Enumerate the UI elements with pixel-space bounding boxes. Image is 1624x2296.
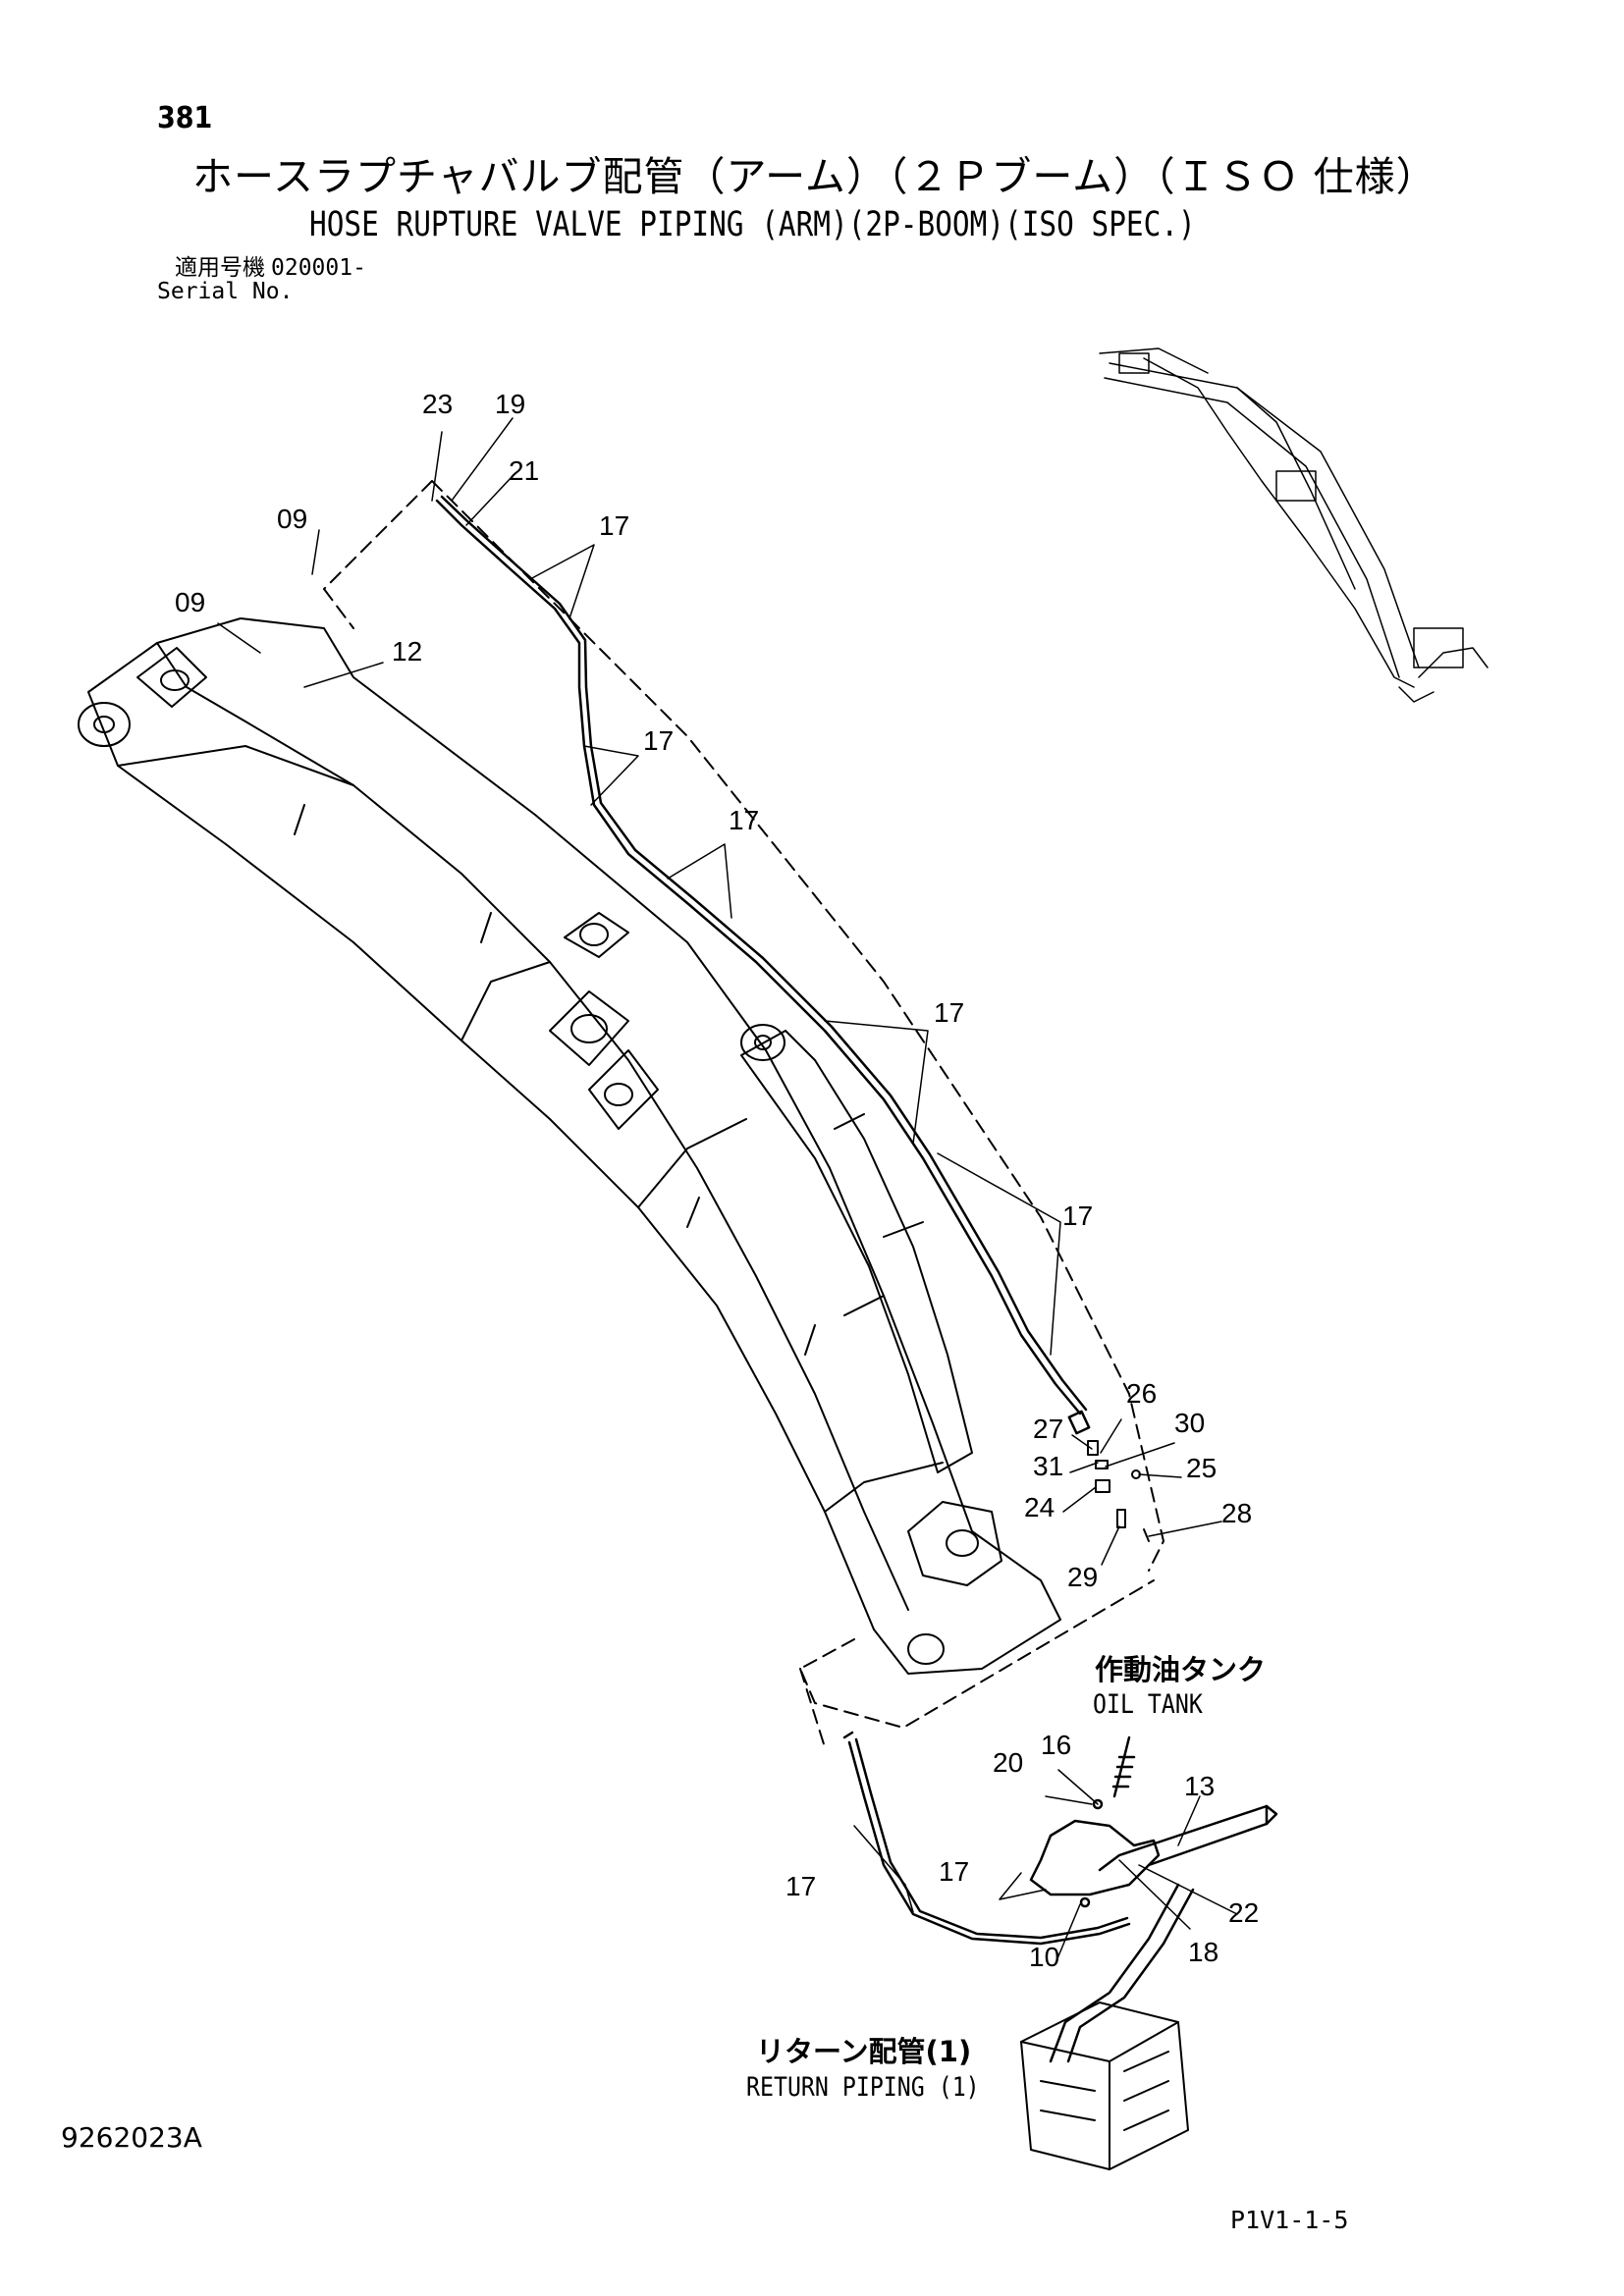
callout-23: 23 bbox=[422, 389, 454, 419]
serial-value: 020001- bbox=[271, 255, 366, 281]
boom-illustration bbox=[78, 617, 1061, 1675]
callout-17-c: 17 bbox=[729, 805, 760, 835]
control-valve-block bbox=[1020, 2002, 1189, 2170]
callout-17-e: 17 bbox=[1062, 1201, 1094, 1231]
hose-17-run bbox=[435, 495, 1091, 1435]
callout-27: 27 bbox=[1033, 1414, 1064, 1444]
hose-17-lower bbox=[842, 1731, 1278, 2063]
leader-lines bbox=[217, 417, 1238, 1964]
callout-13: 13 bbox=[1184, 1771, 1216, 1801]
callout-19: 19 bbox=[495, 389, 526, 419]
return-piping-label-japanese: リターン配管(1) bbox=[756, 2035, 972, 2068]
callout-26: 26 bbox=[1126, 1378, 1158, 1409]
callout-30: 30 bbox=[1174, 1408, 1206, 1438]
callout-20: 20 bbox=[993, 1747, 1024, 1778]
callout-25: 25 bbox=[1186, 1453, 1218, 1483]
callout-18: 18 bbox=[1188, 1937, 1219, 1967]
oil-tank-label-english: OIL TANK bbox=[1093, 1689, 1203, 1720]
oil-tank-label-japanese: 作動油タンク bbox=[1095, 1653, 1267, 1686]
callout-16: 16 bbox=[1041, 1730, 1072, 1760]
boundary-lines bbox=[323, 480, 1164, 1748]
callout-28: 28 bbox=[1221, 1498, 1253, 1528]
callout-17-g: 17 bbox=[939, 1856, 970, 1887]
callout-10: 10 bbox=[1029, 1942, 1060, 1972]
inset-overview bbox=[1099, 347, 1489, 703]
serial-label-english: Serial No. bbox=[157, 279, 294, 304]
callout-09-lower: 09 bbox=[175, 587, 206, 617]
callout-17-f: 17 bbox=[785, 1871, 817, 1901]
callout-24: 24 bbox=[1024, 1492, 1056, 1522]
title-english: HOSE RUPTURE VALVE PIPING (ARM)(2P-BOOM)… bbox=[309, 205, 1196, 244]
callout-09-upper: 09 bbox=[277, 504, 308, 534]
document-code: 9262023A bbox=[61, 2121, 202, 2154]
page-number: 381 bbox=[157, 101, 213, 135]
callout-29: 29 bbox=[1067, 1562, 1099, 1592]
callout-22: 22 bbox=[1228, 1897, 1260, 1928]
callout-21: 21 bbox=[509, 455, 540, 486]
callout-17-a: 17 bbox=[599, 510, 630, 541]
callout-17-b: 17 bbox=[643, 725, 675, 756]
serial-label-japanese: 適用号機 bbox=[175, 255, 265, 281]
valve-fittings bbox=[1087, 1440, 1150, 1542]
return-piping-label-english: RETURN PIPING (1) bbox=[746, 2072, 980, 2103]
callout-17-d: 17 bbox=[934, 997, 965, 1028]
callout-31: 31 bbox=[1033, 1451, 1064, 1481]
page-reference: P1V1-1-5 bbox=[1230, 2206, 1349, 2234]
callout-12: 12 bbox=[392, 636, 423, 667]
title-japanese: ホースラプチャバルブ配管（アーム）（２Ｐブーム）（ＩＳＯ 仕様） bbox=[192, 153, 1437, 200]
